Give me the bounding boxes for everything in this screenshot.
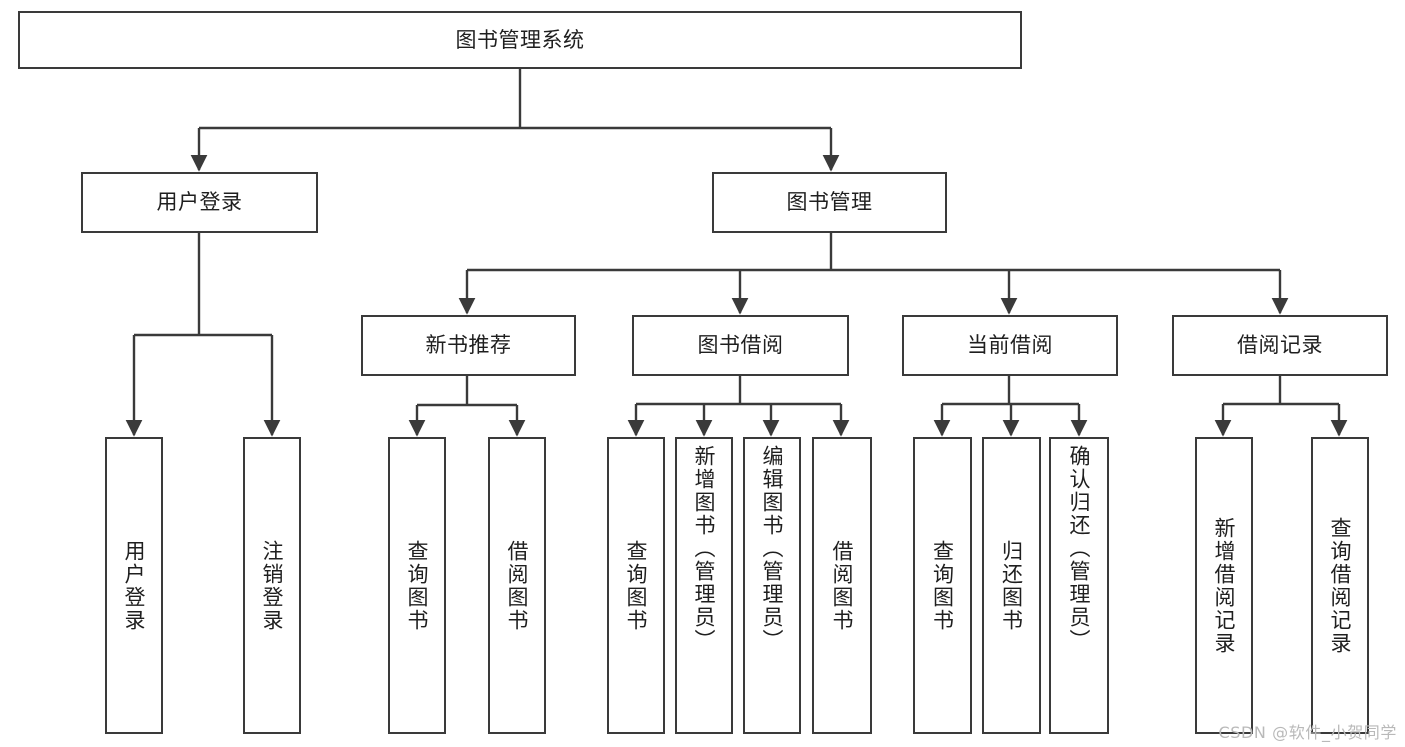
node-leaf-user-logout[interactable]: 注销登录 (243, 437, 301, 734)
node-leaf-borrow-book-2-label: 借阅图书 (830, 539, 855, 632)
node-leaf-return-book[interactable]: 归还图书 (982, 437, 1041, 734)
node-leaf-user-logout-label: 注销登录 (260, 539, 285, 632)
node-leaf-query-book-3[interactable]: 查询图书 (913, 437, 972, 734)
node-leaf-query-book-2[interactable]: 查询图书 (607, 437, 665, 734)
node-leaf-query-record[interactable]: 查询借阅记录 (1311, 437, 1369, 734)
node-user-login[interactable]: 用户登录 (81, 172, 318, 233)
csdn-watermark: CSDN @软件_小贺同学 (1218, 723, 1397, 742)
node-leaf-query-book-1[interactable]: 查询图书 (388, 437, 446, 734)
node-borrow-record[interactable]: 借阅记录 (1172, 315, 1388, 376)
node-leaf-edit-book-label: 编辑图书（管理员） (760, 445, 785, 652)
node-leaf-query-book-2-label: 查询图书 (624, 539, 649, 632)
node-current-borrow-label: 当前借阅 (967, 333, 1053, 358)
node-leaf-user-login-label: 用户登录 (122, 539, 147, 632)
node-leaf-query-book-3-label: 查询图书 (930, 539, 955, 632)
node-leaf-add-record-label: 新增借阅记录 (1212, 516, 1237, 655)
node-leaf-confirm-return[interactable]: 确认归还（管理员） (1049, 437, 1109, 734)
node-leaf-edit-book[interactable]: 编辑图书（管理员） (743, 437, 801, 734)
node-leaf-add-book-label: 新增图书（管理员） (692, 445, 717, 652)
node-leaf-query-record-label: 查询借阅记录 (1328, 516, 1353, 655)
node-root[interactable]: 图书管理系统 (18, 11, 1022, 69)
node-book-borrow[interactable]: 图书借阅 (632, 315, 849, 376)
node-root-label: 图书管理系统 (455, 27, 585, 52)
node-book-manage-label: 图书管理 (786, 190, 873, 215)
node-book-borrow-label: 图书借阅 (697, 333, 784, 358)
node-new-book-rec[interactable]: 新书推荐 (361, 315, 576, 376)
node-user-login-label: 用户登录 (156, 190, 243, 215)
node-leaf-borrow-book-1-label: 借阅图书 (505, 539, 530, 632)
node-leaf-user-login[interactable]: 用户登录 (105, 437, 163, 734)
node-borrow-record-label: 借阅记录 (1237, 333, 1323, 358)
node-book-manage[interactable]: 图书管理 (712, 172, 947, 233)
node-new-book-rec-label: 新书推荐 (425, 333, 512, 358)
node-leaf-borrow-book-2[interactable]: 借阅图书 (812, 437, 872, 734)
node-leaf-borrow-book-1[interactable]: 借阅图书 (488, 437, 546, 734)
node-leaf-add-book[interactable]: 新增图书（管理员） (675, 437, 733, 734)
node-current-borrow[interactable]: 当前借阅 (902, 315, 1118, 376)
node-leaf-return-book-label: 归还图书 (999, 539, 1024, 632)
node-leaf-add-record[interactable]: 新增借阅记录 (1195, 437, 1253, 734)
node-leaf-confirm-return-label: 确认归还（管理员） (1067, 445, 1092, 652)
node-leaf-query-book-1-label: 查询图书 (405, 539, 430, 632)
